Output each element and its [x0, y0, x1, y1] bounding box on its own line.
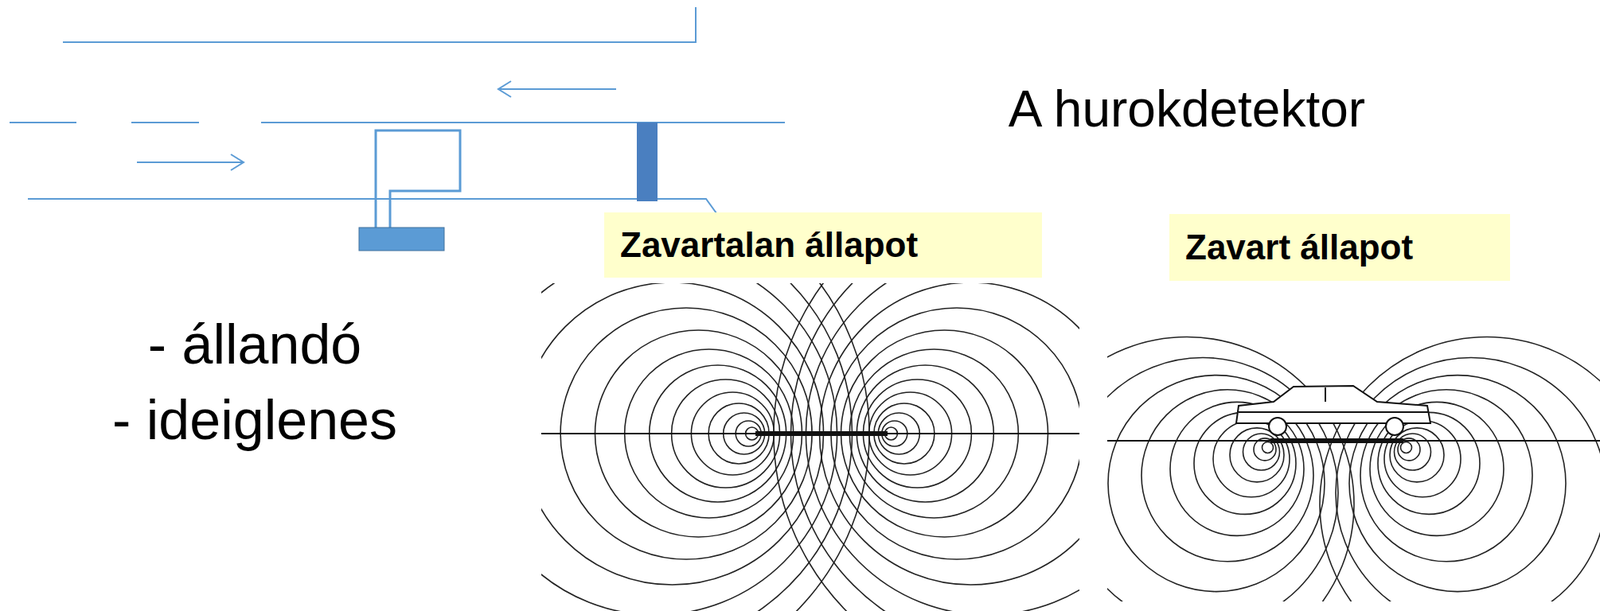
field-line [1369, 401, 1504, 536]
field-line [1335, 358, 1600, 603]
field-line [1319, 337, 1600, 603]
field-line [1107, 337, 1355, 603]
field-lines-disturbed [1107, 337, 1600, 603]
field-line [541, 283, 838, 611]
ground-axis [541, 433, 1600, 441]
traffic-post [636, 122, 658, 202]
field-line [1229, 428, 1284, 483]
field-line [1262, 441, 1274, 453]
caption-box: Zavart állapot [1169, 214, 1511, 281]
bullet-item: - állandó [148, 312, 363, 377]
road-sketch [9, 7, 785, 229]
field-lines-undisturbed [541, 283, 1080, 611]
detector-unit [359, 227, 445, 251]
bullet-item: - ideiglenes [112, 388, 398, 453]
field-line [805, 283, 1080, 611]
field-line [1389, 428, 1444, 483]
diagram-title: A hurokdetektor [1008, 79, 1366, 139]
field-line [541, 283, 870, 611]
field-line [1194, 412, 1296, 515]
field-line [1377, 412, 1480, 515]
caption-text: Zavart állapot [1185, 227, 1413, 268]
field-line [773, 283, 1080, 611]
field-line [1400, 441, 1413, 453]
caption-text: Zavartalan állapot [620, 225, 918, 266]
caption-box: Zavartalan állapot [604, 212, 1042, 278]
field-line [541, 283, 853, 611]
car-icon [1236, 386, 1431, 436]
